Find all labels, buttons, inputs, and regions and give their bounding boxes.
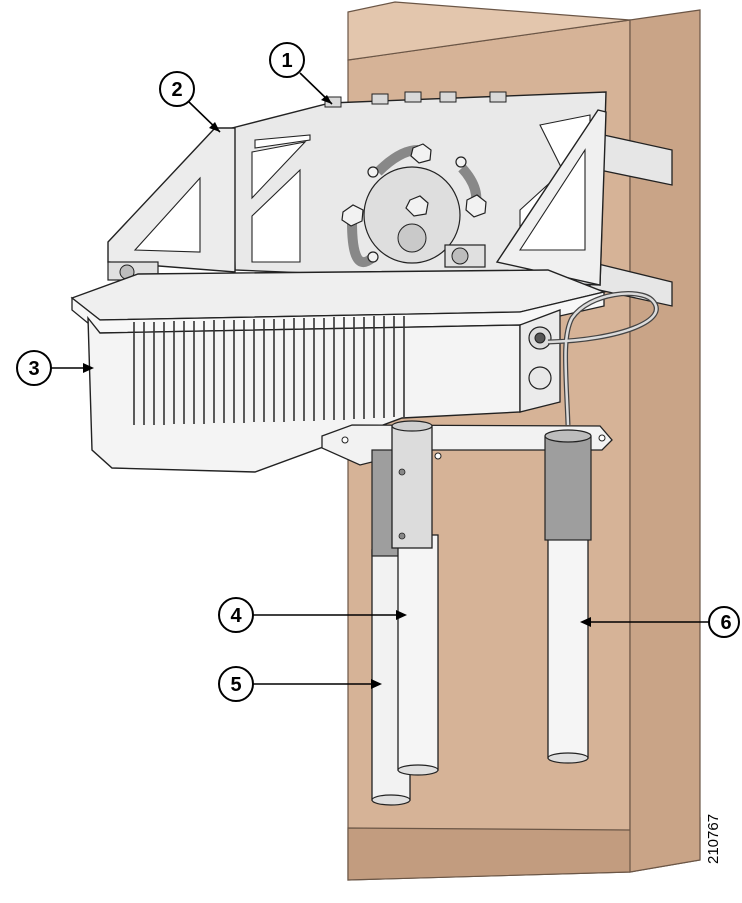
callout-4: 4 [218, 597, 407, 633]
callout-4-label: 4 [230, 605, 242, 627]
housing-right-face [519, 309, 561, 413]
housing-port-upper-inner [534, 332, 546, 344]
bracket-center-hole [397, 223, 427, 253]
callout-3: 3 [16, 350, 94, 386]
antenna-cable-highlight [547, 292, 658, 426]
figure-id: 210767 [705, 814, 722, 864]
mounting-bracket [107, 91, 607, 286]
antenna-right [544, 429, 592, 764]
callout-1: 1 [269, 42, 333, 105]
callout-5: 5 [218, 666, 382, 702]
callout-2: 2 [159, 71, 221, 133]
antenna-front [391, 420, 439, 776]
bracket-foot-bolt-right [451, 247, 469, 265]
callout-5-label: 5 [230, 674, 241, 696]
plate-screw-mid [434, 452, 442, 460]
callout-6-label: 6 [720, 612, 731, 634]
pole-side-face [629, 9, 701, 873]
plate-screw-right [598, 434, 606, 442]
callout-6: 6 [580, 606, 740, 638]
bracket-right-gusset-cutout [518, 148, 586, 251]
callout-3-label: 3 [28, 358, 39, 380]
bracket-arc-slot-left [347, 221, 376, 268]
bracket-hub [363, 166, 461, 264]
callout-1-label: 1 [281, 50, 292, 72]
callout-2-label: 2 [171, 79, 182, 101]
bracket-left-gusset-cutout [133, 176, 201, 253]
bracket-nuts [341, 143, 487, 263]
bracket-top-bolts [324, 91, 507, 108]
housing-heatsink-fins [133, 316, 405, 425]
housing-lid-rim [71, 291, 605, 334]
access-point-housing [70, 269, 607, 473]
bracket-left-gusset [107, 127, 236, 273]
plate-screw-left [341, 436, 349, 444]
housing-port-lower [528, 366, 552, 390]
